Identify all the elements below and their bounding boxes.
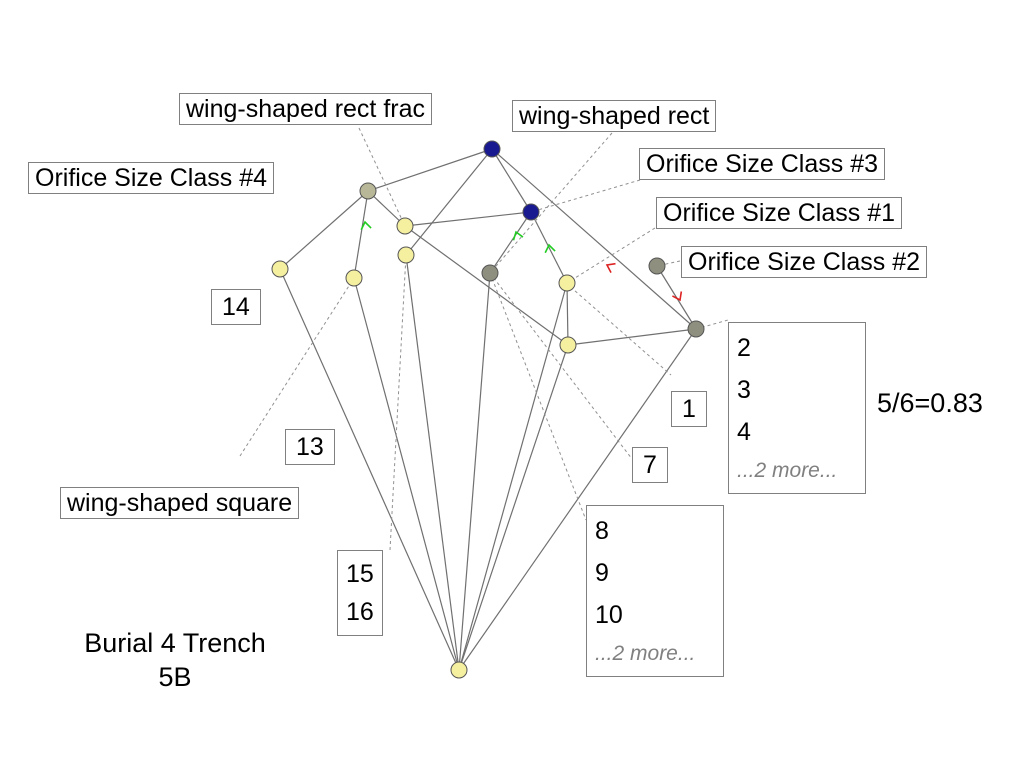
lattice-node (483, 140, 501, 158)
object-label-1: 1 (671, 391, 707, 427)
lattice-node (481, 264, 499, 282)
label-leader-line (489, 272, 587, 521)
label-wing-shaped-square: wing-shaped square (60, 487, 300, 519)
object-label-7: 7 (632, 447, 668, 483)
lattice-node (396, 217, 414, 235)
list-item: 2 (737, 334, 751, 362)
diagram-caption: Burial 4 Trench 5B (50, 626, 300, 694)
label-leader-line (239, 277, 355, 457)
ratio-text: 5/6=0.83 (877, 388, 983, 418)
object-list-15-16: 15 16 (337, 550, 383, 636)
label-orifice-size-class-4: Orifice Size Class #4 (28, 162, 275, 194)
caption-line-1: Burial 4 Trench (84, 628, 266, 658)
lattice-edge (458, 272, 491, 671)
lattice-node (522, 203, 540, 221)
label-leader-line (566, 227, 656, 284)
list-item: 9 (595, 559, 609, 587)
list-item: 16 (346, 598, 374, 626)
lattice-edge (458, 344, 569, 671)
label-leader-line (389, 254, 407, 551)
lattice-edge (404, 211, 532, 227)
label-orifice-size-class-1: Orifice Size Class #1 (656, 197, 903, 229)
list-item: 8 (595, 517, 609, 545)
label-leader-line (530, 179, 641, 213)
list-item: 4 (737, 418, 751, 446)
lattice-node (648, 257, 666, 275)
object-label-13: 13 (285, 429, 335, 465)
label-leader-line (565, 282, 672, 376)
list-item: 10 (595, 601, 623, 629)
lattice-node (450, 661, 468, 679)
object-list-8-9-10: 8 9 10 ...2 more... (586, 505, 724, 677)
lattice-edge (491, 148, 532, 213)
lattice-node (687, 320, 705, 338)
lattice-node (397, 246, 415, 264)
lattice-edge (404, 225, 569, 346)
label-orifice-size-class-2: Orifice Size Class #2 (681, 246, 928, 278)
lattice-edge (279, 190, 369, 270)
lattice-edge (566, 282, 569, 346)
list-more-indicator: ...2 more... (595, 642, 696, 665)
label-leader-line (489, 132, 613, 274)
lattice-edge (405, 254, 460, 671)
green-arrow-icon (512, 230, 524, 241)
object-list-2-3-4: 2 3 4 ...2 more... (728, 322, 866, 494)
lattice-edge (353, 190, 369, 279)
lattice-edge (530, 211, 568, 284)
lattice-edge (458, 282, 568, 671)
list-more-indicator: ...2 more... (737, 459, 838, 482)
lattice-edge (367, 148, 493, 192)
lattice-edge (489, 211, 532, 274)
red-arrow-icon (672, 291, 683, 302)
label-orifice-size-class-3: Orifice Size Class #3 (639, 148, 886, 180)
green-arrow-icon (544, 243, 556, 254)
lattice-edge (491, 148, 697, 330)
label-wing-shaped-rect-frac: wing-shaped rect frac (179, 93, 433, 125)
list-item: 3 (737, 376, 751, 404)
lattice-node (359, 182, 377, 200)
lattice-node (558, 274, 576, 292)
red-arrow-icon (605, 262, 616, 273)
lattice-edge (567, 328, 697, 346)
lattice-node (559, 336, 577, 354)
object-label-14: 14 (211, 289, 261, 325)
caption-line-2: 5B (158, 662, 192, 692)
lattice-node (271, 260, 289, 278)
lattice-edge (353, 277, 460, 671)
lattice-node (345, 269, 363, 287)
label-wing-shaped-rect: wing-shaped rect (512, 100, 717, 132)
list-item: 15 (346, 560, 374, 588)
green-arrow-icon (360, 220, 372, 231)
lattice-edge (279, 268, 460, 671)
label-leader-line (358, 127, 406, 227)
